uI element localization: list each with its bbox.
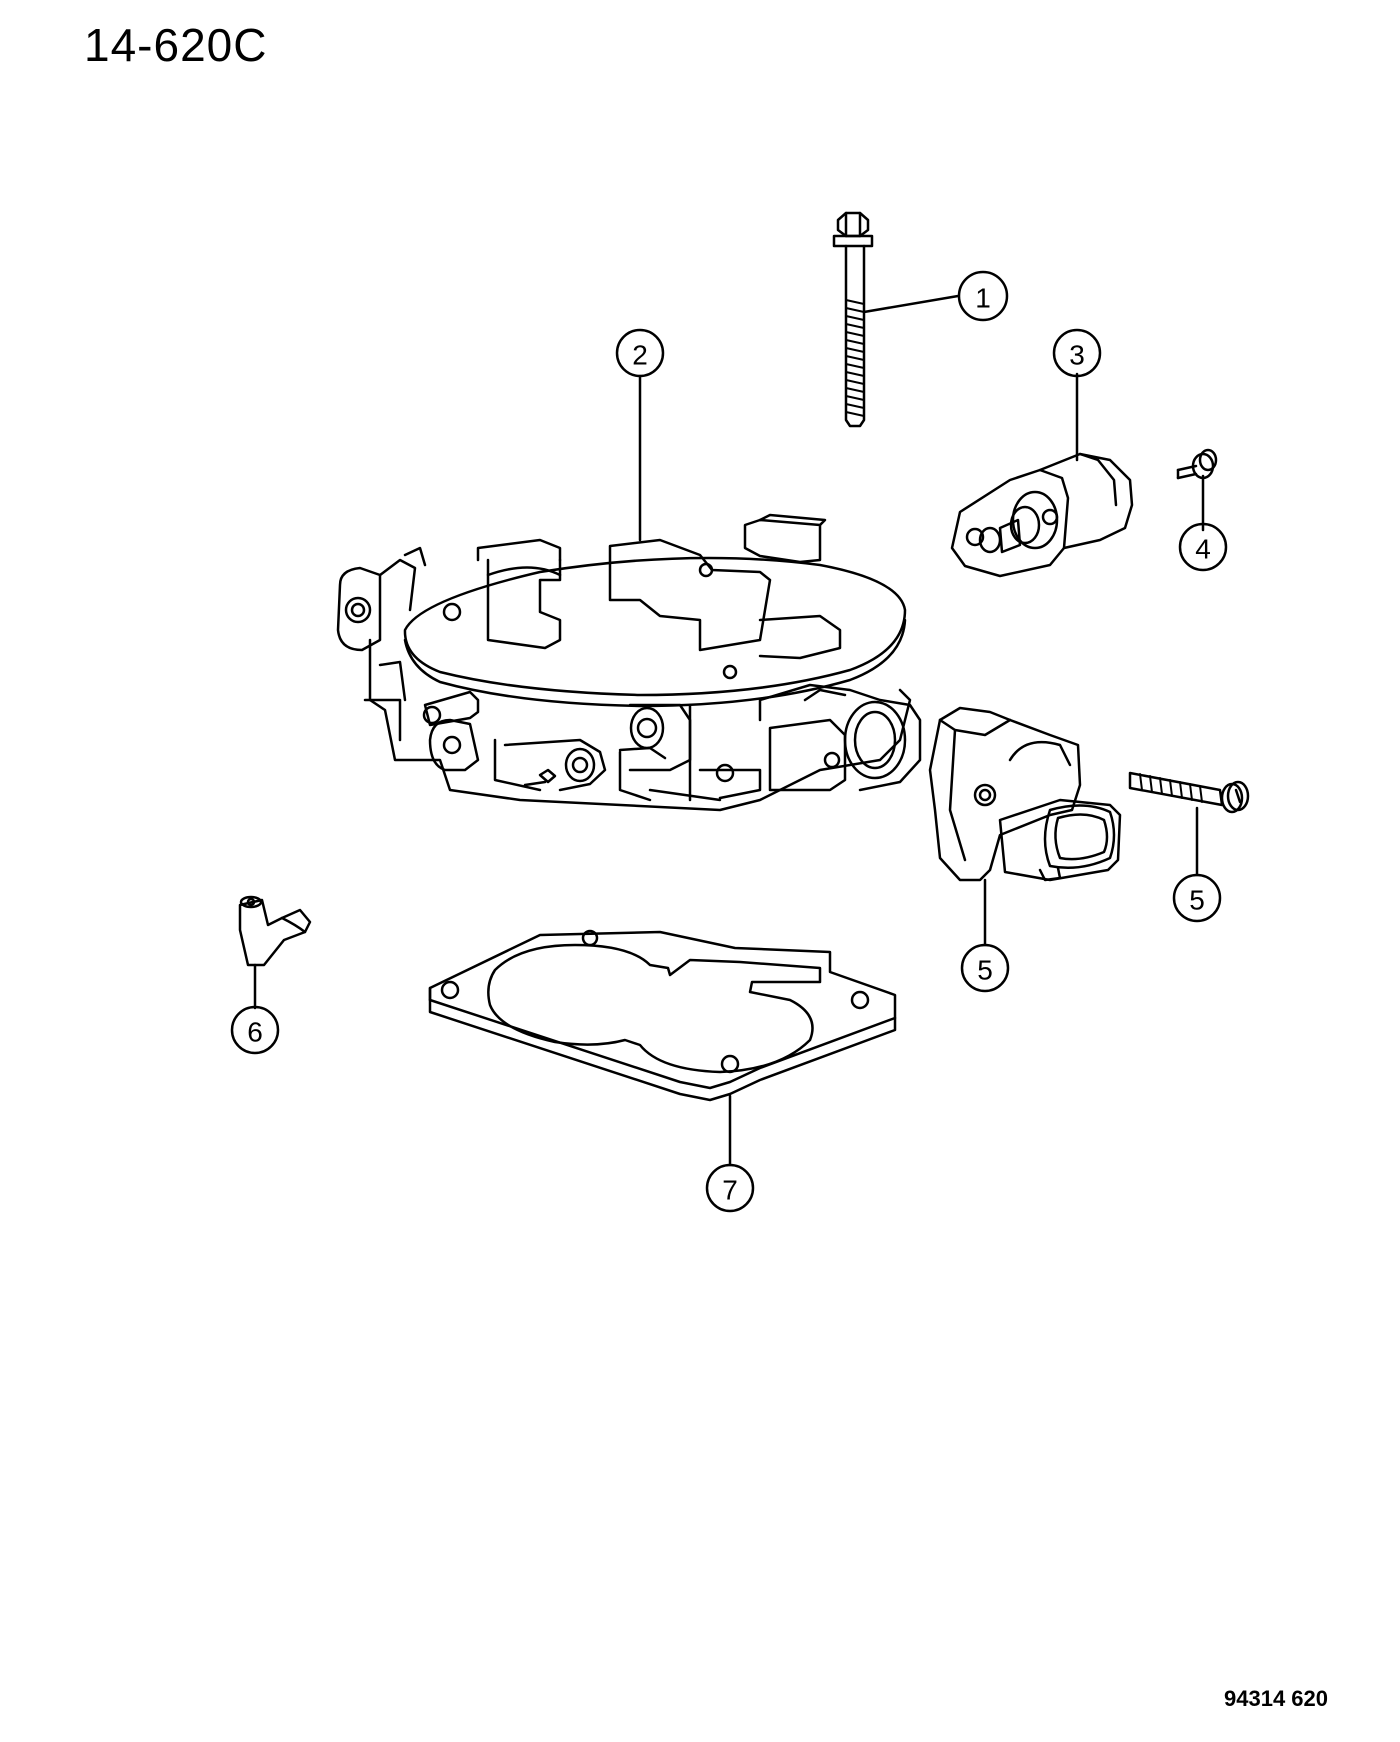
callout-6: 6 bbox=[230, 1005, 280, 1055]
callout-5-screw: 5 bbox=[1172, 873, 1222, 923]
throttle-position-sensor bbox=[928, 706, 1122, 882]
callout-1: 1 bbox=[957, 270, 1009, 322]
callout-2-number: 2 bbox=[632, 340, 648, 371]
callout-2: 2 bbox=[615, 328, 665, 378]
bolt-long bbox=[832, 211, 874, 428]
sensor-screw bbox=[1128, 771, 1250, 814]
small-screw bbox=[1176, 448, 1218, 480]
callout-6-number: 6 bbox=[247, 1017, 263, 1048]
leader-lines bbox=[253, 294, 1205, 1167]
idle-air-control-motor bbox=[950, 452, 1134, 578]
page-code: 14-620C bbox=[84, 19, 268, 71]
callout-4-number: 4 bbox=[1195, 534, 1211, 565]
throttle-body bbox=[336, 513, 922, 812]
callout-7-number: 7 bbox=[722, 1175, 738, 1206]
callout-5-sensor-number: 5 bbox=[977, 955, 993, 986]
callout-4: 4 bbox=[1178, 522, 1228, 572]
callout-3: 3 bbox=[1052, 328, 1102, 378]
vacuum-fitting bbox=[238, 895, 312, 967]
reference-code: 94314 620 bbox=[1224, 1686, 1328, 1711]
callout-3-number: 3 bbox=[1069, 340, 1085, 371]
base-gasket bbox=[428, 929, 897, 1102]
callout-7: 7 bbox=[705, 1163, 755, 1213]
callout-1-number: 1 bbox=[975, 283, 991, 314]
callout-5-screw-number: 5 bbox=[1189, 885, 1205, 916]
callout-5-sensor: 5 bbox=[960, 943, 1010, 993]
